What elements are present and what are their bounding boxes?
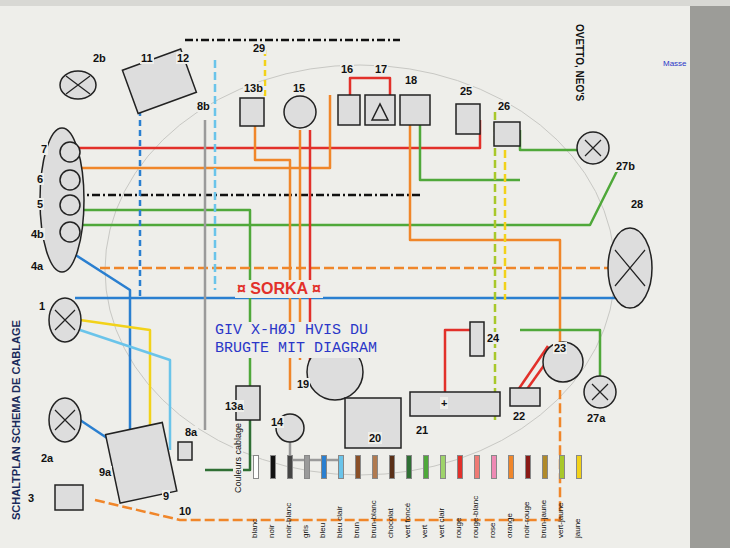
diagram-title: SCHALTPLAN SCHEMA DE CABLAGE: [10, 320, 22, 520]
callout-number: 1: [38, 300, 46, 312]
callout-number: 2a: [40, 452, 54, 464]
callout-number: 3: [27, 492, 35, 504]
callout-number: 16: [340, 63, 354, 75]
color-swatch: [253, 455, 259, 479]
legend-text: chocolat: [386, 508, 395, 538]
color-swatch: [287, 455, 293, 479]
legend-text: jaune: [573, 518, 582, 538]
callout-number: 12: [176, 52, 190, 64]
callout-number: 14: [270, 416, 284, 428]
color-swatch: [355, 455, 361, 479]
callout-number: 24: [486, 332, 500, 344]
legend-text: bleu: [318, 523, 327, 538]
callout-number: 8a: [184, 426, 198, 438]
callout-number: 25: [459, 85, 473, 97]
callout-number: 9: [162, 490, 170, 502]
color-swatch: [423, 455, 429, 479]
callout-number: 6: [36, 173, 44, 185]
legend-text: vert foncé: [403, 503, 412, 538]
color-swatch: [304, 455, 310, 479]
legend-text: rose: [488, 522, 497, 538]
color-swatch: [389, 455, 395, 479]
callout-number: 10: [178, 505, 192, 517]
legend-text: brun-jaune: [539, 500, 548, 538]
callout-number: 28: [630, 198, 644, 210]
callout-number: 4b: [30, 228, 45, 240]
callout-number: 21: [415, 424, 429, 436]
color-swatch: [406, 455, 412, 479]
label-text: ¤ SORKA ¤: [235, 280, 323, 298]
callout-number: 20: [368, 432, 382, 444]
callout-number: 5: [36, 198, 44, 210]
callout-number: 13a: [224, 400, 244, 412]
callout-number: 26: [497, 100, 511, 112]
callout-number: Masse: [662, 58, 688, 70]
color-swatch: [440, 455, 446, 479]
legend-text: bleu clair: [335, 506, 344, 538]
label-text: Couleurs cablage: [233, 421, 243, 495]
legend-text: brun-blanc: [369, 500, 378, 538]
color-swatch: [576, 455, 582, 479]
callout-number: 2b: [92, 52, 107, 64]
callout-number: 13b: [243, 82, 264, 94]
callout-number: 27b: [615, 160, 636, 172]
color-swatch: [338, 455, 344, 479]
callout-number: 15: [292, 82, 306, 94]
color-swatch: [559, 455, 565, 479]
legend-text: orange: [505, 513, 514, 538]
callout-number: 19: [296, 378, 310, 390]
legend-text: noir: [267, 525, 276, 538]
legend-text: brun: [352, 522, 361, 538]
label-text: OVETTO, NEO'S: [574, 22, 585, 103]
legend-text: blanc: [250, 519, 259, 538]
color-swatch: [474, 455, 480, 479]
legend-text: noir-blanc: [284, 503, 293, 538]
callout-number: 11: [140, 52, 154, 64]
color-swatch: [321, 455, 327, 479]
color-swatch: [491, 455, 497, 479]
color-swatch: [525, 455, 531, 479]
legend-text: rouge: [454, 518, 463, 538]
callout-number: 9a: [98, 466, 112, 478]
callout-number: 23: [553, 342, 567, 354]
legend-text: noir-rouge: [522, 502, 531, 538]
watermark-text: GIV X-HØJ HVIS DU BRUGTE MIT DIAGRAM: [213, 322, 395, 358]
callout-number: 7: [40, 143, 48, 155]
color-swatch: [508, 455, 514, 479]
callout-number: +: [440, 397, 448, 409]
callout-number: 4a: [30, 260, 44, 272]
callout-number: 17: [374, 63, 388, 75]
legend-text: gris: [301, 525, 310, 538]
color-swatch: [372, 455, 378, 479]
callout-number: 27a: [586, 412, 606, 424]
legend-text: rouge-blanc: [471, 496, 480, 538]
legend-text: vert clair: [437, 508, 446, 538]
callout-number: 18: [404, 74, 418, 86]
color-swatch: [270, 455, 276, 479]
legend-text: vert-jaune: [556, 502, 565, 538]
callout-number: 8b: [196, 100, 211, 112]
color-swatch: [542, 455, 548, 479]
callout-number: 29: [252, 42, 266, 54]
legend-text: vert: [420, 525, 429, 538]
color-swatch: [457, 455, 463, 479]
callout-number: 22: [512, 410, 526, 422]
